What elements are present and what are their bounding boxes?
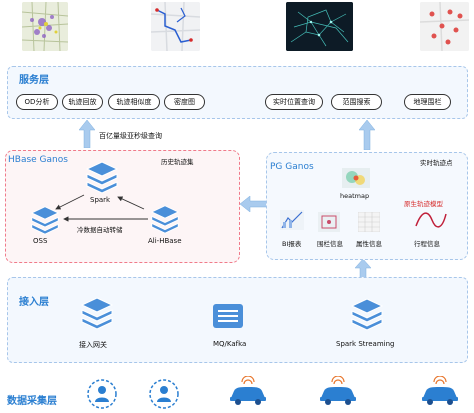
- spark-stack-icon: [85, 161, 119, 194]
- bi-report-icon: [280, 210, 304, 230]
- cold-data-transfer-label: 冷数据自动转储: [77, 226, 123, 234]
- oss-label: OSS: [33, 237, 48, 245]
- hbase-ganos-panel: [5, 150, 240, 263]
- od-analysis-pill: OD分析: [16, 94, 58, 110]
- trajectory-similarity-pill: 轨迹相似度: [108, 94, 160, 110]
- native-trajectory-model-label: 原生轨迹模型: [404, 200, 443, 208]
- oss-stack-icon: [30, 206, 60, 235]
- car-signal-icon: [320, 376, 356, 405]
- person-signal-icon: [149, 379, 179, 409]
- density-map-thumbnail: [22, 2, 68, 51]
- collect-layer-title: 数据采集层: [7, 396, 57, 407]
- fence-info-label: 围栏信息: [317, 240, 343, 248]
- ali-hbase-stack-icon: [150, 205, 180, 234]
- streaming-stack-icon: [350, 298, 384, 331]
- realtime-point-note: 实时轨迹点: [420, 159, 453, 167]
- message-queue-icon: [213, 304, 243, 328]
- car-signal-icon: [422, 376, 458, 405]
- attribute-info-label: 属性信息: [356, 240, 382, 248]
- service-layer-title: 服务层: [19, 75, 49, 86]
- gateway-label: 接入网关: [79, 341, 107, 349]
- historical-trajectory-note: 历史轨迹集: [161, 158, 194, 166]
- person-signal-icon: [87, 379, 117, 409]
- realtime-location-query-pill: 实时位置查询: [265, 94, 323, 110]
- heatmap-thumbnail: [342, 168, 370, 188]
- ingest-layer-title: 接入层: [19, 297, 49, 308]
- car-signal-icon: [230, 376, 266, 405]
- spark-streaming-label: Spark Streaming: [336, 340, 395, 348]
- geo-fence-pill: 地理围栏: [404, 94, 451, 110]
- fence-info-icon: [318, 212, 340, 232]
- ali-hbase-label: Ali-HBase: [148, 237, 182, 245]
- trip-info-label: 行程信息: [414, 240, 440, 248]
- gateway-stack-icon: [80, 297, 114, 330]
- range-search-pill: 范围搜索: [331, 94, 382, 110]
- arrow-up-ingest-to-pg: [355, 259, 371, 279]
- service-layer-panel: [7, 66, 468, 119]
- fence-map-thumbnail: [420, 2, 469, 51]
- hbase-flow-arrows: [55, 194, 148, 222]
- spark-label: Spark: [90, 196, 111, 204]
- billion-scale-query-label: 百亿量级亚秒级查询: [99, 132, 162, 140]
- arrow-up-hbase-to-service: [79, 120, 95, 148]
- hbase-ganos-title: HBase Ganos: [8, 155, 68, 165]
- density-map-pill: 密度图: [164, 94, 205, 110]
- trajectory-model-curve-icon: [415, 212, 447, 228]
- arrow-up-pg-to-service: [359, 120, 375, 150]
- attribute-info-icon: [358, 212, 380, 232]
- bi-report-label: BI报表: [282, 240, 302, 248]
- mq-kafka-label: MQ/Kafka: [213, 340, 247, 348]
- trajectory-playback-pill: 轨迹回放: [62, 94, 103, 110]
- arrow-left-pg-to-hbase: [240, 196, 267, 212]
- trajectory-map-thumbnail: [151, 2, 200, 51]
- network-map-thumbnail: [286, 2, 353, 51]
- pg-ganos-title: PG Ganos: [270, 162, 314, 172]
- heatmap-label: heatmap: [340, 192, 370, 200]
